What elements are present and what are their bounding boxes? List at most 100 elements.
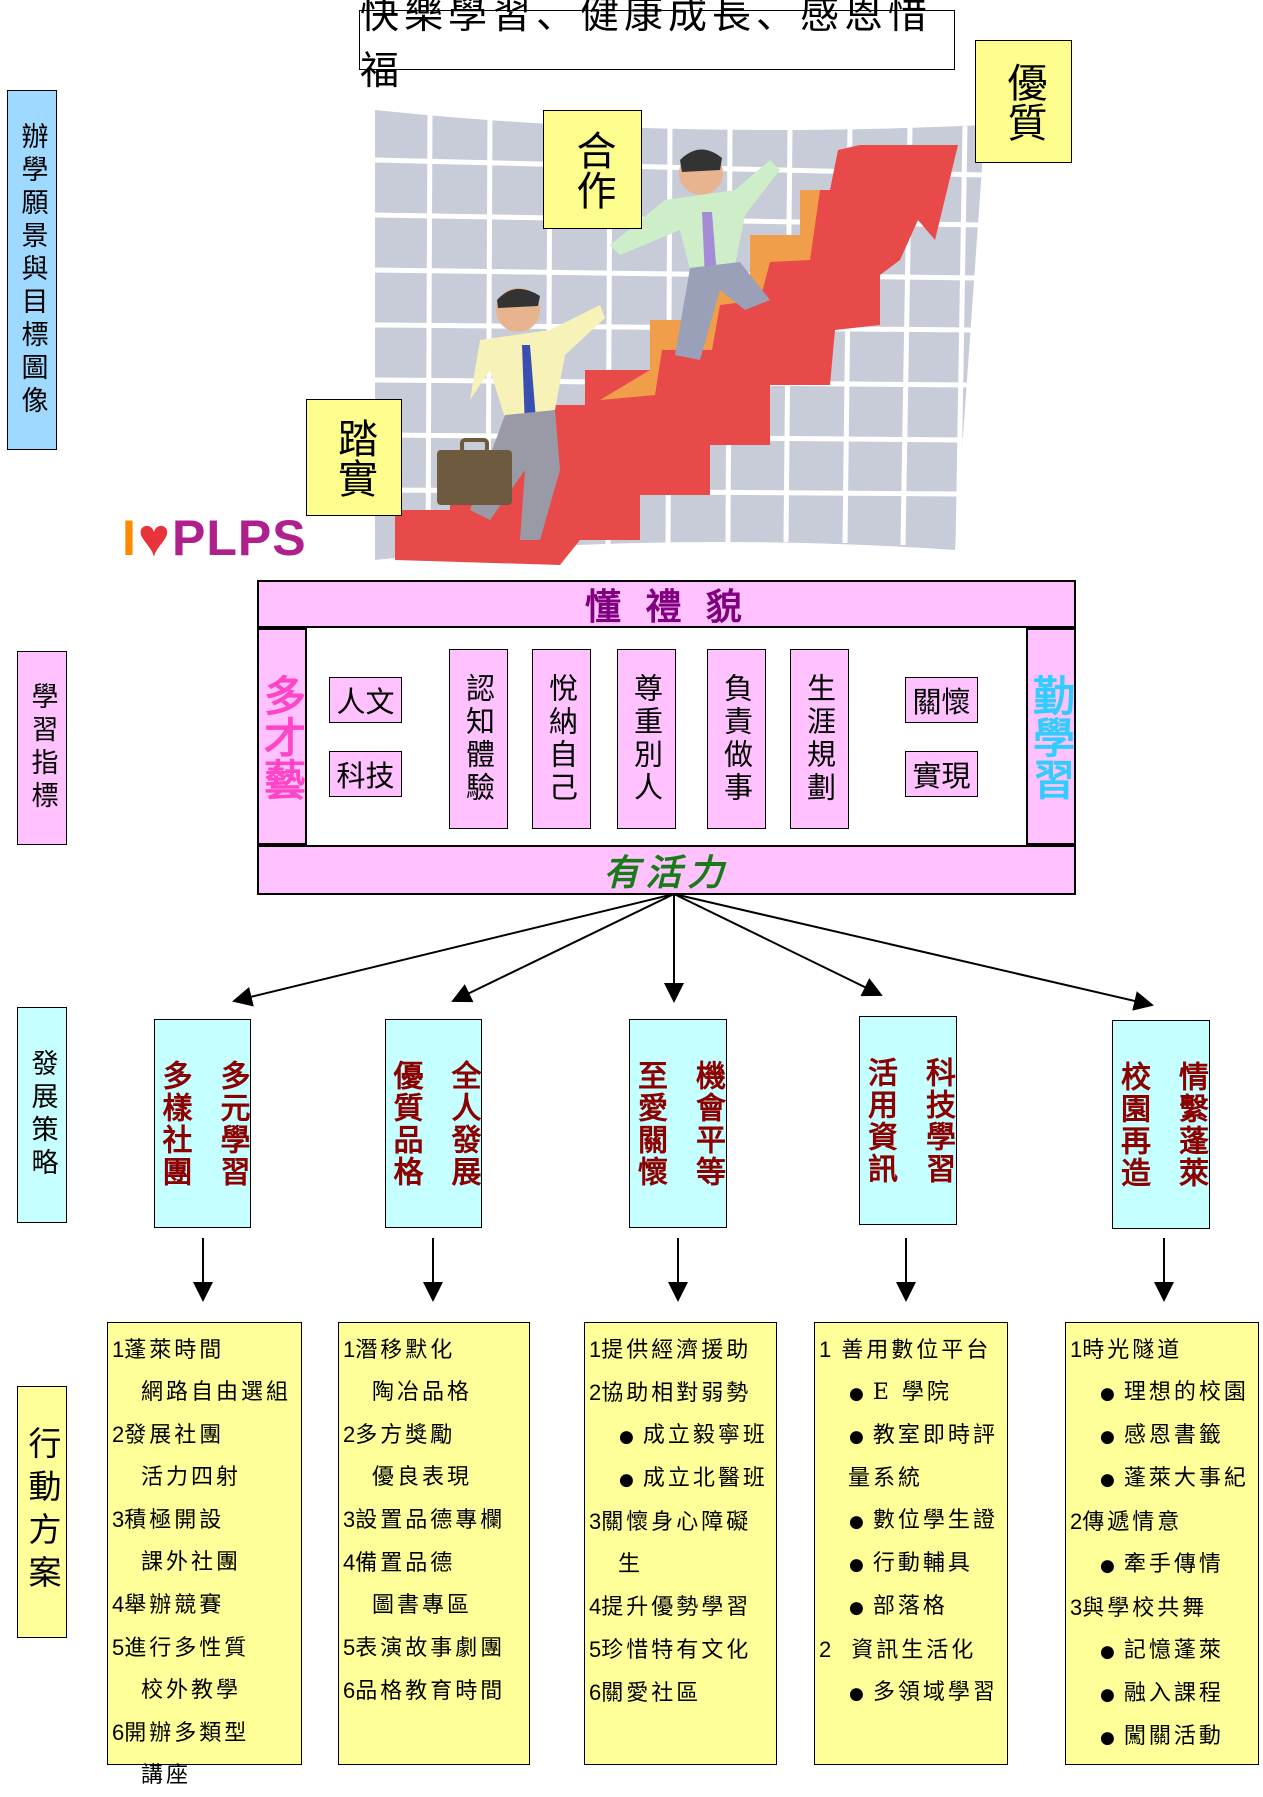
action-bullet-item: 牽手傳情 bbox=[1070, 1544, 1258, 1587]
action-bullet-item: 記憶蓬萊 bbox=[1070, 1630, 1258, 1673]
action-item-continuation: 生 bbox=[618, 1552, 644, 1577]
strategy-5-col1: 情繫蓬萊 bbox=[1173, 1060, 1208, 1189]
action-bullet-item: 部落格 bbox=[819, 1586, 1007, 1629]
action-bullet-item: 感恩書籤 bbox=[1070, 1415, 1258, 1458]
action-item: 4備置品德 bbox=[343, 1542, 529, 1585]
vision-illustration bbox=[374, 109, 985, 565]
action-item: 4提升優勢學習 bbox=[589, 1586, 776, 1629]
strategy-box-3: 機會平等 至愛關懷 bbox=[629, 1019, 727, 1228]
action-item-number: 2 bbox=[343, 1422, 356, 1447]
action-item: 1蓬萊時間 bbox=[112, 1329, 301, 1372]
action-item-continuation: 優良表現 bbox=[372, 1465, 473, 1490]
action-item: 3關懷身心障礙 bbox=[589, 1501, 776, 1544]
action-item: 6關愛社區 bbox=[589, 1672, 776, 1715]
action-item: 2多方獎勵 bbox=[343, 1414, 529, 1457]
action-item-number: 6 bbox=[343, 1678, 356, 1703]
arrow-to-strategy-5 bbox=[673, 893, 1154, 1011]
action-item: 5珍惜特有文化 bbox=[589, 1629, 776, 1672]
action-item: 1 善用數位平台 bbox=[819, 1329, 1007, 1372]
action-item-text: 關懷身心障礙 bbox=[601, 1510, 752, 1535]
strategy-4-col1: 科技學習 bbox=[920, 1056, 955, 1185]
action-item-number: 3 bbox=[1070, 1595, 1083, 1620]
action-item-text: 設置品德專欄 bbox=[355, 1508, 506, 1533]
action-item: 3與學校共舞 bbox=[1070, 1587, 1258, 1630]
action-item: 3積極開設 bbox=[112, 1499, 301, 1542]
action-item: 2傳遞情意 bbox=[1070, 1501, 1258, 1544]
action-item: 2 資訊生活化 bbox=[819, 1629, 1007, 1672]
indicator-item-career: 生涯規劃 bbox=[790, 649, 849, 829]
strategy-1-col2: 多樣社團 bbox=[156, 1059, 192, 1188]
side-label-vision: 辦學願景與目標圖像 bbox=[7, 90, 57, 450]
strategy-box-1: 多元學習 多樣社團 bbox=[154, 1019, 251, 1228]
indicator-item-humanities: 人文 bbox=[329, 677, 402, 723]
action-item-number: 3 bbox=[112, 1507, 125, 1532]
action-item-number: 4 bbox=[112, 1592, 125, 1617]
action-item-continuation: 陶冶品格 bbox=[372, 1380, 473, 1405]
strategy-box-4: 科技學習 活用資訊 bbox=[859, 1016, 957, 1225]
indicator-item-respect: 尊重別人 bbox=[617, 649, 676, 829]
action-item: 5表演故事劇團 bbox=[343, 1627, 529, 1670]
action-item-number: 1 bbox=[819, 1337, 832, 1362]
school-logo: I ♥ PLPS bbox=[122, 508, 372, 568]
action-item: 6品格教育時間 bbox=[343, 1670, 529, 1713]
action-item-text: 舉辦競賽 bbox=[124, 1593, 225, 1618]
action-item: 1提供經濟援助 bbox=[589, 1329, 776, 1372]
vision-word-top-right: 優質 bbox=[975, 40, 1072, 163]
action-bullet-item: 多領域學習 bbox=[819, 1672, 1007, 1715]
indicator-item-responsibility: 負責做事 bbox=[707, 649, 766, 829]
strategy-1-col1: 多元學習 bbox=[214, 1059, 250, 1188]
action-item-number: 6 bbox=[589, 1680, 602, 1705]
strategy-2-col1: 全人發展 bbox=[445, 1059, 481, 1188]
action-bullet-item: 闖關活動 bbox=[1070, 1716, 1258, 1759]
arrow-to-strategy-4 bbox=[673, 893, 883, 997]
action-item-text: 多方獎勵 bbox=[355, 1423, 456, 1448]
action-item-number: 2 bbox=[589, 1380, 602, 1405]
indicator-item-cognition: 認知體驗 bbox=[449, 649, 508, 829]
action-item-number: 6 bbox=[112, 1720, 125, 1745]
action-bullet-item: 融入課程 bbox=[1070, 1673, 1258, 1716]
action-plan-column-5: 1時光隧道理想的校園感恩書籤蓬萊大事紀2傳遞情意牽手傳情3與學校共舞記憶蓬萊融入… bbox=[1065, 1322, 1259, 1765]
action-item-text: 協助相對弱勢 bbox=[601, 1381, 752, 1406]
vision-word-bottom: 踏實 bbox=[306, 399, 402, 516]
action-bullet-item: 蓬萊大事紀 bbox=[1070, 1458, 1258, 1501]
action-plan-column-4: 1 善用數位平台E 學院教室即時評量系統數位學生證行動輔具部落格2 資訊生活化多… bbox=[814, 1322, 1008, 1765]
action-item: 2協助相對弱勢 bbox=[589, 1372, 776, 1415]
strategy-5-col2: 校園再造 bbox=[1115, 1060, 1150, 1189]
action-bullet-item: 行動輔具 bbox=[819, 1543, 1007, 1586]
indicator-item-technology: 科技 bbox=[329, 751, 402, 797]
action-bullet-item: 教室即時評 bbox=[819, 1415, 1007, 1458]
action-item-continuation: 網路自由選組 bbox=[141, 1380, 292, 1405]
action-item: 5進行多性質 bbox=[112, 1627, 301, 1670]
action-plan-column-3: 1提供經濟援助2協助相對弱勢成立毅寧班成立北醫班3關懷身心障礙生4提升優勢學習5… bbox=[584, 1322, 777, 1765]
arrow-to-strategy-1 bbox=[232, 893, 675, 1007]
indicator-bottom-band: 有活力 bbox=[257, 845, 1076, 895]
action-item-text: 進行多性質 bbox=[124, 1636, 250, 1661]
strategy-3-col2: 至愛關懷 bbox=[632, 1059, 667, 1188]
action-item-number: 2 bbox=[819, 1637, 832, 1662]
action-item-text: 蓬萊時間 bbox=[124, 1338, 225, 1363]
action-bullet-item: 理想的校園 bbox=[1070, 1372, 1258, 1415]
action-item-continuation: 校外教學 bbox=[141, 1678, 242, 1703]
indicator-item-realize: 實現 bbox=[905, 751, 978, 797]
strategy-box-5: 情繫蓬萊 校園再造 bbox=[1112, 1020, 1210, 1229]
action-item-continuation: 講座 bbox=[141, 1763, 192, 1788]
strategy-4-col2: 活用資訊 bbox=[862, 1056, 897, 1185]
action-item-text: 傳遞情意 bbox=[1082, 1510, 1183, 1535]
action-item-text: 備置品德 bbox=[355, 1551, 456, 1576]
action-item-continuation: 量系統 bbox=[848, 1466, 924, 1491]
action-item-number: 2 bbox=[1070, 1509, 1083, 1534]
heart-icon: ♥ bbox=[137, 508, 170, 568]
indicator-item-care: 關懷 bbox=[905, 677, 978, 723]
action-item-text: 積極開設 bbox=[124, 1508, 225, 1533]
indicator-right-band: 勤學習 bbox=[1026, 628, 1076, 845]
action-bullet-item: 成立北醫班 bbox=[589, 1458, 776, 1501]
action-item-text: 潛移默化 bbox=[355, 1338, 456, 1363]
action-item: 3設置品德專欄 bbox=[343, 1499, 529, 1542]
side-label-indicators: 學習指標 bbox=[17, 651, 67, 845]
action-item-text: 品格教育時間 bbox=[355, 1679, 506, 1704]
action-item-number: 1 bbox=[1070, 1337, 1083, 1362]
action-item-continuation: 圖書專區 bbox=[372, 1593, 473, 1618]
action-item-text: 與學校共舞 bbox=[1082, 1596, 1208, 1621]
